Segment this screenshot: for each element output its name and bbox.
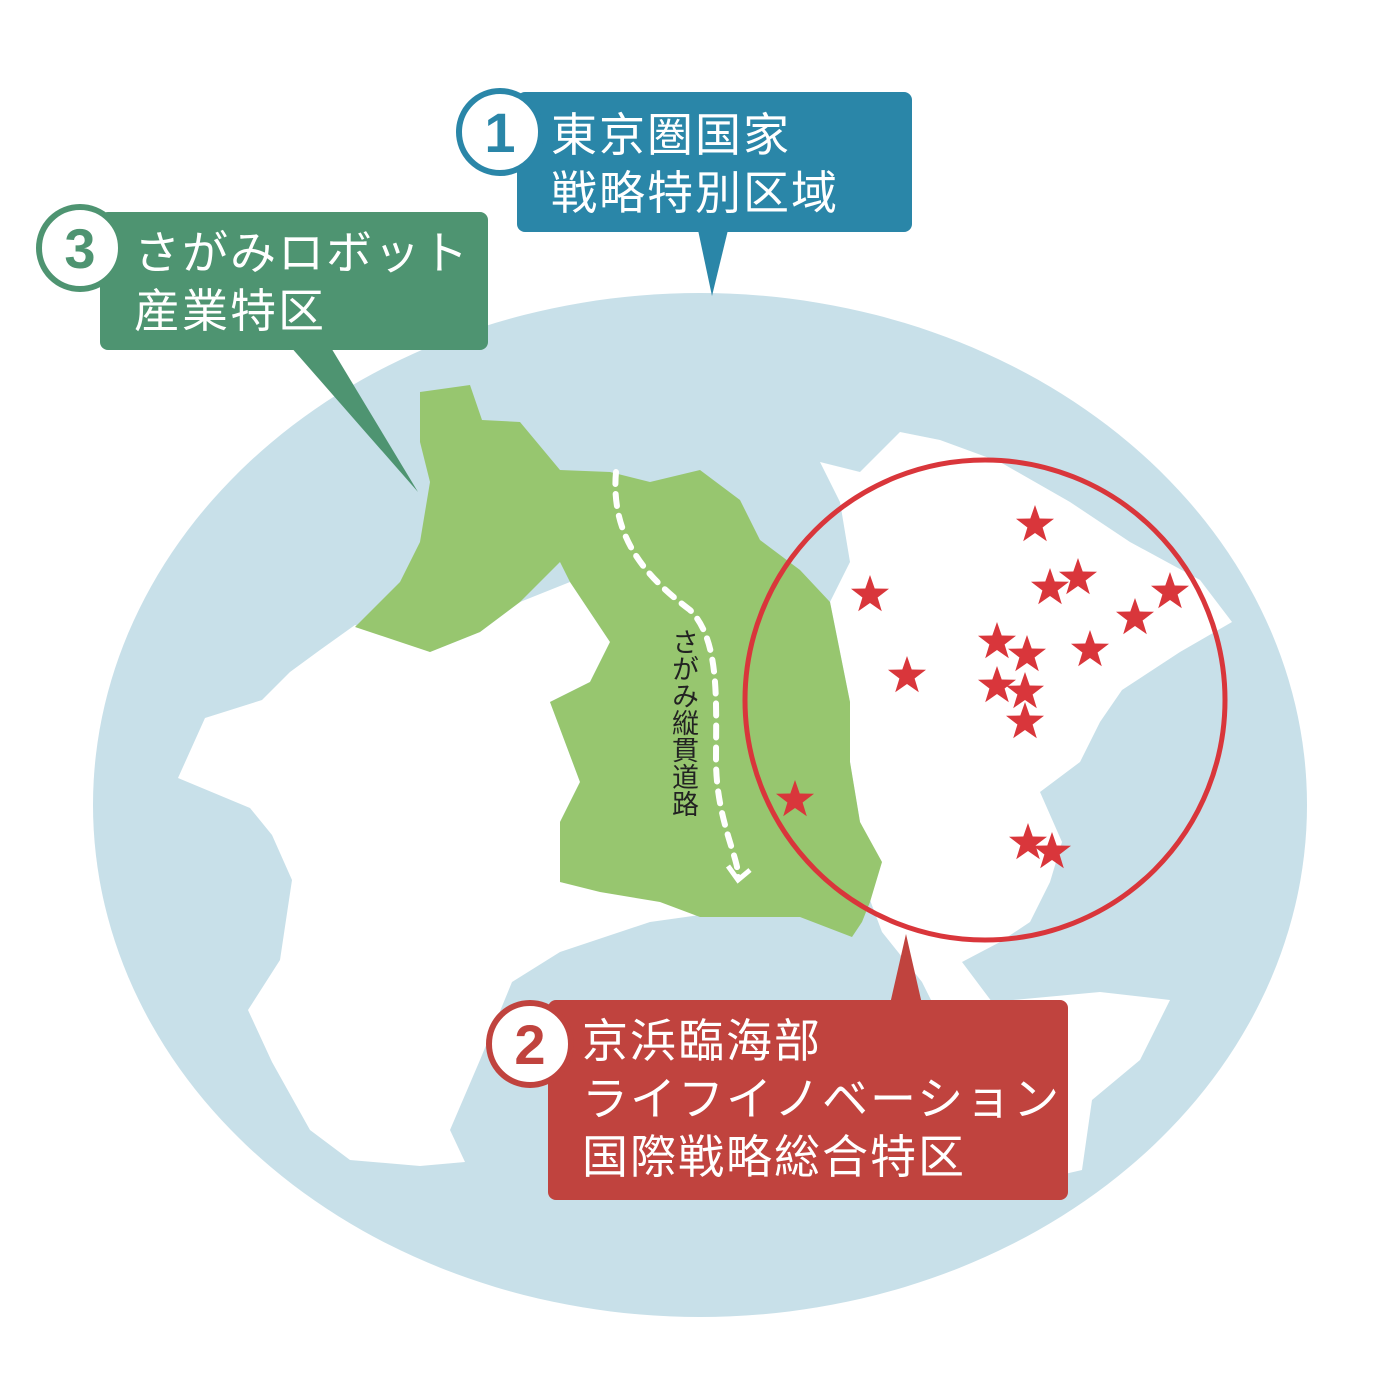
star-marker-icon xyxy=(888,656,926,693)
callout-2-line-2: ライフイノベーション xyxy=(582,1072,1062,1126)
callout-2-line-3: 国際戦略総合特区 xyxy=(582,1130,966,1184)
callout-2-pointer xyxy=(890,934,922,1004)
callout-1-line-1: 東京圏国家 xyxy=(551,108,791,162)
star-marker-icon xyxy=(1151,572,1189,609)
sagami-expressway-route xyxy=(612,469,742,881)
callout-tokyo-strategic-zone: 東京圏国家 戦略特別区域 xyxy=(517,92,912,232)
star-marker-icon xyxy=(978,666,1016,703)
callout-keihin-life-innovation-zone: 京浜臨海部 ライフイノベーション 国際戦略総合特区 xyxy=(548,1000,1068,1200)
callout-1-pointer xyxy=(698,230,728,296)
callout-3-line-2: 産業特区 xyxy=(134,284,326,338)
callout-1-number: 1 xyxy=(456,88,544,176)
star-marker-icon xyxy=(1116,598,1154,635)
callout-sagami-robot-zone: さがみロボット 産業特区 xyxy=(100,212,488,350)
zone-site-markers xyxy=(776,505,1189,869)
star-marker-icon xyxy=(1006,702,1044,739)
star-marker-icon xyxy=(851,575,889,612)
star-marker-icon xyxy=(1008,635,1046,672)
keihin-coastal-zone-circle xyxy=(742,457,1228,943)
star-marker-icon xyxy=(1033,832,1071,869)
callout-3-number: 3 xyxy=(36,204,124,292)
callout-3-line-1: さがみロボット xyxy=(134,226,470,280)
callout-2-number: 2 xyxy=(486,1000,574,1088)
star-marker-icon xyxy=(1071,630,1109,667)
road-label: さがみ縦貫道路 xyxy=(667,628,698,817)
route-arrow-head xyxy=(725,864,752,884)
star-marker-icon xyxy=(1059,558,1097,595)
sagami-robot-zone-area xyxy=(355,385,882,937)
west-kanagawa-land xyxy=(178,582,700,1166)
star-marker-icon xyxy=(1006,672,1044,709)
star-marker-icon xyxy=(776,780,814,817)
callout-2-line-1: 京浜臨海部 xyxy=(582,1014,822,1068)
star-marker-icon xyxy=(1009,823,1047,860)
callout-1-line-2: 戦略特別区域 xyxy=(551,166,839,220)
star-marker-icon xyxy=(1016,505,1054,542)
callout-3-pointer xyxy=(290,346,418,492)
star-marker-icon xyxy=(978,622,1016,659)
star-marker-icon xyxy=(1031,568,1069,605)
